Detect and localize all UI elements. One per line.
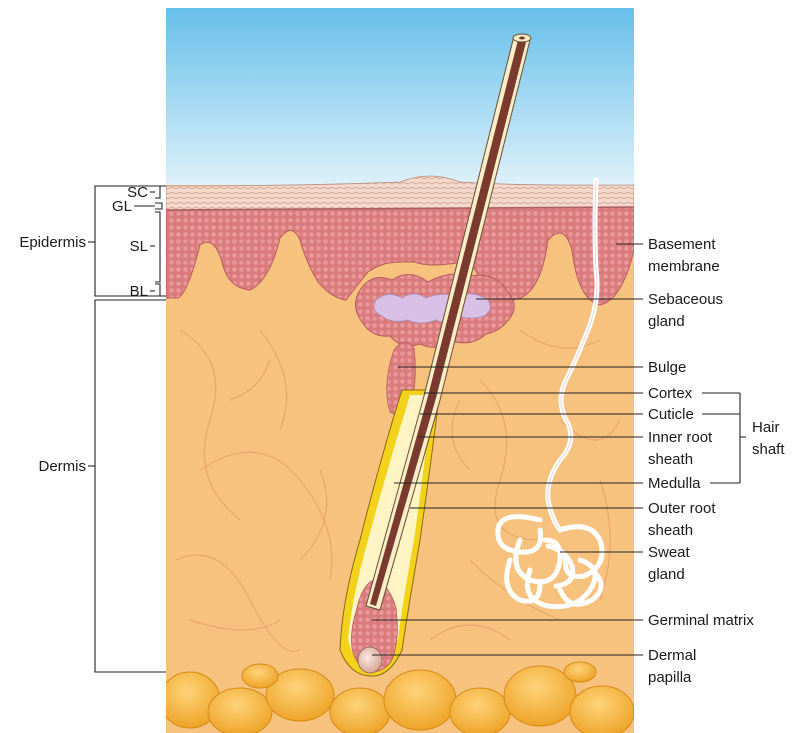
label-basement-membrane: Basement membrane <box>648 236 720 275</box>
label-sebaceous-gland: Sebaceous gland <box>648 291 727 330</box>
label-gl: GL <box>112 198 132 215</box>
label-bl: BL <box>130 283 148 300</box>
label-dermal-papilla: Dermal papilla <box>648 647 701 686</box>
dermal-papilla <box>358 647 382 673</box>
label-medulla: Medulla <box>648 475 701 492</box>
label-sl: SL <box>130 238 148 255</box>
label-cortex: Cortex <box>648 385 693 402</box>
sky-background <box>166 8 634 198</box>
label-bulge: Bulge <box>648 359 686 376</box>
label-dermis: Dermis <box>39 458 87 475</box>
label-hair-shaft: Hair shaft <box>752 419 785 458</box>
label-inner-root-sheath: Inner root sheath <box>648 429 716 468</box>
left-brackets <box>88 186 166 672</box>
label-sweat-gland: Sweat gland <box>648 544 694 583</box>
label-germinal-matrix: Germinal matrix <box>648 612 754 629</box>
label-outer-root-sheath: Outer root sheath <box>648 500 720 539</box>
label-cuticle: Cuticle <box>648 406 694 423</box>
label-epidermis: Epidermis <box>19 234 86 251</box>
